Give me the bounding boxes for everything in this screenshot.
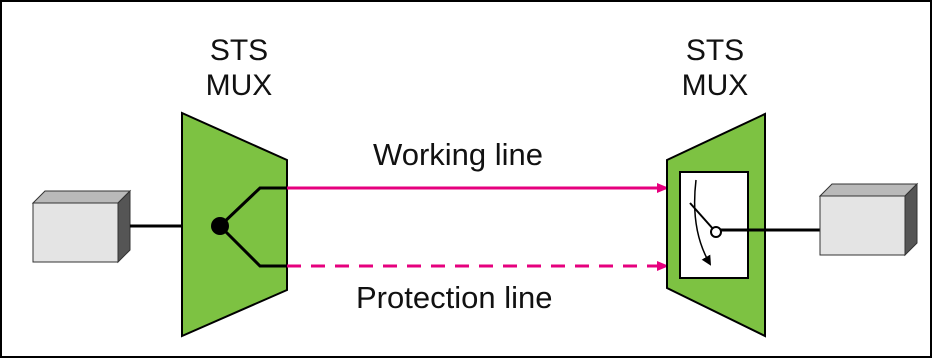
left-mux-label: STS MUX [179, 33, 299, 103]
splitter-junction [211, 186, 287, 268]
right-device-icon [818, 182, 919, 257]
left-device-icon [31, 189, 132, 264]
right-mux-label-line1: STS [685, 34, 745, 67]
right-mux-label-line2: MUX [681, 69, 749, 102]
right-mux-label: STS MUX [655, 33, 775, 103]
left-sts-mux [181, 111, 288, 338]
working-line-label: Working line [373, 137, 544, 172]
switch-icon [679, 171, 749, 279]
left-mux-label-line1: STS [209, 34, 269, 67]
protection-line-label: Protection line [356, 280, 553, 315]
left-mux-label-line2: MUX [205, 69, 273, 102]
